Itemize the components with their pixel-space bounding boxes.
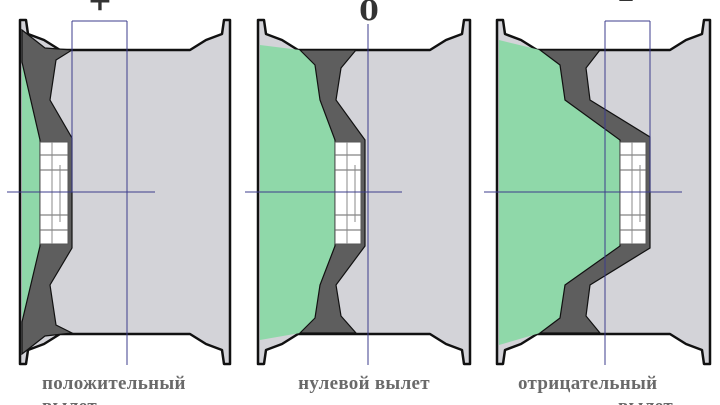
zero-hub-bore bbox=[334, 141, 362, 245]
zero-wheel-disc bbox=[298, 49, 366, 334]
zero-offset-label: нулевой вылет bbox=[298, 373, 430, 394]
negative-offset-label: отрицательный bbox=[518, 373, 657, 394]
positive-offset-label: положительный bbox=[42, 373, 186, 394]
positive-hub-bore bbox=[39, 141, 69, 245]
positive-offset-label-line2: вылет bbox=[42, 396, 97, 405]
zero-offset-sign: 0 bbox=[359, 0, 378, 27]
negative-hub-bore bbox=[619, 141, 647, 245]
negative-offset-sign: – bbox=[618, 0, 635, 17]
positive-offset-sign: + bbox=[87, 0, 112, 18]
negative-offset-label-line2: вылет bbox=[618, 396, 673, 405]
negative-wheel-disc bbox=[538, 49, 651, 334]
